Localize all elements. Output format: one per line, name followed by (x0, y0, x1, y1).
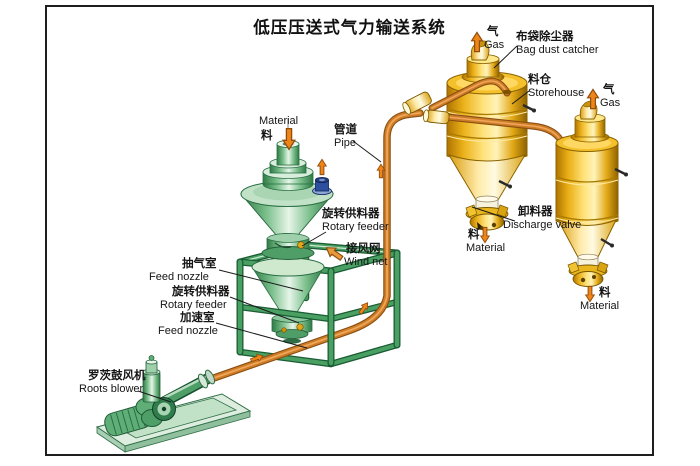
rotary-feeder-upper (261, 233, 315, 260)
storehouse-label: 料仓 Storehouse (528, 74, 585, 100)
leader-roots-blower (137, 390, 172, 403)
gas-left-label: 气 Gas (484, 26, 505, 52)
discharge-valve-label: 卸料器 Discharge valve (503, 206, 582, 232)
material-out-1-label: 料 Material (466, 229, 506, 255)
conveying-pipe (207, 109, 424, 383)
material-in-label: Material 料 (259, 115, 299, 142)
bag-dust-catcher-label: 布袋除尘器 Bag dust catcher (516, 31, 599, 57)
leader-pipe (352, 140, 382, 163)
storage-tank-2 (555, 100, 628, 287)
material-out-2-label: 料 Material (580, 287, 620, 313)
gas-right-label: 气 Gas (600, 84, 621, 110)
roots-blower-label: 罗茨鼓风机 Roots blower (79, 370, 146, 396)
leader-suction-chamber (218, 269, 304, 292)
storage-tank-1 (446, 40, 536, 231)
pipe-label: 管道 Pipe (334, 124, 357, 150)
leader-acceleration-chamber (215, 322, 308, 349)
rotary-feeder-top-label: 旋转供料器 Rotary feeder (322, 208, 389, 234)
acceleration-chamber-label: 加速室 Feed nozzle (158, 312, 218, 338)
vent-valve (312, 176, 332, 196)
leader-rotary-feeder-left (229, 296, 300, 324)
diagram-title: 低压压送式气力输送系统 (253, 19, 446, 37)
leader-storehouse (511, 90, 530, 105)
support-frame-rails (236, 298, 401, 368)
support-frame-legs (236, 249, 401, 367)
rotary-feeder-left-label: 旋转供料器 Rotary feeder (160, 286, 230, 312)
vent-up-arrow (317, 158, 327, 176)
leader-lines (137, 45, 530, 403)
feed-hopper (240, 139, 334, 239)
leader-rotary-feeder-top (301, 231, 327, 247)
suction-chamber-label: 抽气室 Feed nozzle (149, 258, 217, 284)
pipe-branch-tank1 (428, 77, 512, 112)
leader-discharge-valve (471, 206, 516, 222)
roots-blower-unit (95, 355, 252, 453)
wind-net-label: 接风网 Wind net (344, 243, 388, 269)
leader-bag-dust-catcher (493, 45, 518, 69)
pipe-junction (402, 91, 450, 125)
